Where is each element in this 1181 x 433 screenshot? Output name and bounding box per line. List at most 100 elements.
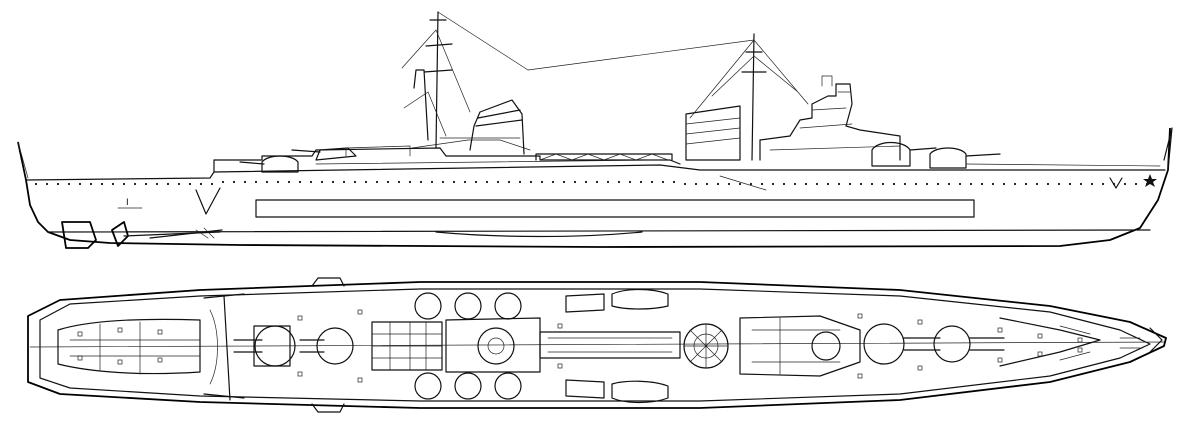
hull-outline: [17, 127, 1171, 248]
porthole: [386, 180, 390, 184]
plan-deck-fitting: [357, 309, 363, 315]
plan-center-deck: [371, 317, 681, 373]
plan-deck-fitting: [117, 327, 123, 333]
porthole: [375, 180, 379, 184]
plan-davit-circle-bottom: [414, 372, 442, 400]
porthole: [606, 180, 610, 184]
porthole: [441, 180, 445, 184]
porthole: [463, 180, 467, 184]
porthole: [925, 182, 929, 186]
porthole: [1079, 182, 1083, 186]
porthole: [595, 180, 599, 184]
porthole: [309, 180, 313, 184]
porthole: [144, 182, 148, 186]
porthole: [826, 182, 830, 186]
porthole: [782, 182, 786, 186]
plan-deck-fitting: [157, 329, 163, 335]
porthole: [903, 182, 907, 186]
plan-deck-fittings: [77, 309, 1083, 383]
stem: [1163, 127, 1173, 171]
porthole: [991, 182, 995, 186]
plan-forward-turret-1: [933, 325, 1005, 363]
plan-davit-circle-top: [414, 292, 442, 320]
porthole: [1123, 182, 1127, 186]
anchor: [1109, 177, 1123, 189]
aft-funnel-cap: [475, 109, 523, 127]
porthole: [1090, 182, 1094, 186]
plan-deck-fitting: [917, 365, 923, 371]
porthole-row: [34, 180, 1149, 186]
porthole: [881, 182, 885, 186]
rudder: [61, 221, 97, 249]
porthole: [650, 180, 654, 184]
plan-aft-turret-1: [233, 325, 296, 367]
porthole: [100, 182, 104, 186]
plan-deck-fitting: [557, 363, 563, 369]
porthole: [947, 182, 951, 186]
porthole: [232, 180, 236, 184]
porthole: [210, 182, 214, 186]
porthole: [452, 180, 456, 184]
stern-knuckle: [195, 187, 221, 215]
plan-davit-circle-top: [454, 292, 482, 320]
aft-mast: [401, 11, 529, 149]
plan-sponson-bottom: [203, 393, 345, 413]
porthole: [749, 182, 753, 186]
porthole: [56, 182, 60, 186]
porthole: [342, 180, 346, 184]
bow-star: [1143, 174, 1157, 187]
porthole: [672, 180, 676, 184]
porthole: [166, 182, 170, 186]
plan-boat-top-1: [611, 288, 669, 310]
aft-turret-1-barrel: [239, 161, 265, 165]
porthole: [683, 182, 687, 186]
plan-deck-fitting: [1077, 347, 1083, 353]
porthole: [958, 182, 962, 186]
plan-deck-fitting: [1037, 351, 1043, 357]
porthole: [177, 182, 181, 186]
plan-deck-fitting: [997, 327, 1003, 333]
catapult-lattice: [535, 153, 673, 161]
plan-boat-circles-bottom: [414, 372, 522, 400]
porthole: [573, 180, 577, 184]
plan-stern-rails: [69, 321, 201, 375]
porthole: [771, 182, 775, 186]
porthole: [1068, 182, 1072, 186]
plan-forward-turret-2: [863, 323, 941, 365]
plan-davit-circle-top: [494, 292, 522, 320]
forward-turret-2-barrel: [909, 147, 937, 151]
forward-turret-1: [929, 147, 967, 169]
plan-boat-top-2: [565, 293, 605, 313]
bilge-keel: [435, 231, 643, 238]
stern-flag-staff: [17, 141, 29, 179]
porthole: [793, 182, 797, 186]
porthole: [155, 182, 159, 186]
plan-deck-fitting: [77, 331, 83, 337]
plan-boat-bottom-2: [565, 379, 605, 399]
porthole: [969, 182, 973, 186]
forward-funnel-bands: [685, 117, 741, 145]
armor-belt: [255, 199, 975, 218]
plan-deck-fitting: [857, 373, 863, 379]
porthole: [716, 182, 720, 186]
porthole: [694, 182, 698, 186]
propeller: [111, 221, 223, 247]
plan-bridge: [739, 315, 861, 377]
porthole: [562, 180, 566, 184]
plan-deck-fitting: [1077, 337, 1083, 343]
porthole: [760, 182, 764, 186]
aft-turret-2-barrel: [291, 149, 321, 153]
deck-edge: [25, 164, 1166, 181]
plan-deck-fitting: [297, 371, 303, 377]
porthole: [727, 182, 731, 186]
porthole: [408, 180, 412, 184]
porthole: [705, 182, 709, 186]
porthole: [111, 182, 115, 186]
plan-forecastle-lines: [999, 317, 1101, 367]
porthole: [122, 182, 126, 186]
plan-anchor-gear: [1059, 325, 1141, 361]
plan-deck-fitting: [917, 319, 923, 325]
porthole: [936, 182, 940, 186]
porthole: [804, 182, 808, 186]
